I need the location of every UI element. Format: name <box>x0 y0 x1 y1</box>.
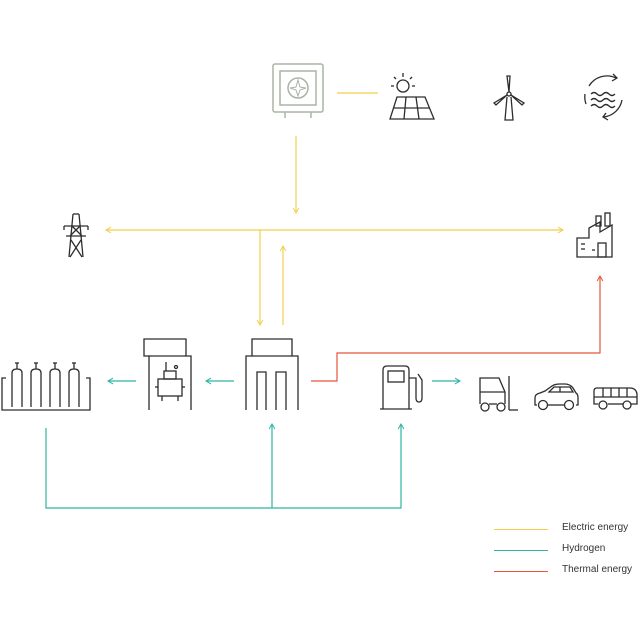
legend: Electric energy Hydrogen Thermal energy <box>494 520 640 583</box>
solar-panel-icon <box>389 73 435 120</box>
bus-icon <box>593 387 638 410</box>
thermal-flows <box>311 274 604 382</box>
power-pylon-icon <box>63 213 89 258</box>
legend-item-thermal: Thermal energy <box>494 562 640 583</box>
wind-turbine-icon <box>492 75 526 121</box>
fuel-dispenser-icon <box>380 365 423 410</box>
hydrogen-flows <box>45 377 462 509</box>
legend-swatch-hydrogen <box>494 550 548 551</box>
factory-icon <box>576 212 613 258</box>
storage-to-dispenser-line <box>45 422 405 509</box>
legend-item-electric: Electric energy <box>494 520 640 541</box>
forklift-icon <box>479 376 518 412</box>
energy-management-unit-icon <box>272 63 324 118</box>
compressor-icon <box>143 338 192 410</box>
hydropower-icon <box>584 73 623 121</box>
legend-swatch-thermal <box>494 571 548 572</box>
car-icon <box>534 383 579 411</box>
legend-swatch-electric <box>494 529 548 530</box>
legend-item-hydrogen: Hydrogen <box>494 541 640 562</box>
legend-label-hydrogen: Hydrogen <box>562 543 606 554</box>
gas-cylinders-icon <box>1 362 91 411</box>
electrolyzer-icon <box>245 338 299 410</box>
electric-flows <box>104 92 565 327</box>
legend-label-thermal: Thermal energy <box>562 564 633 575</box>
legend-label-electric: Electric energy <box>562 522 629 533</box>
electrolyzer-to-factory-heat-line <box>311 274 604 382</box>
